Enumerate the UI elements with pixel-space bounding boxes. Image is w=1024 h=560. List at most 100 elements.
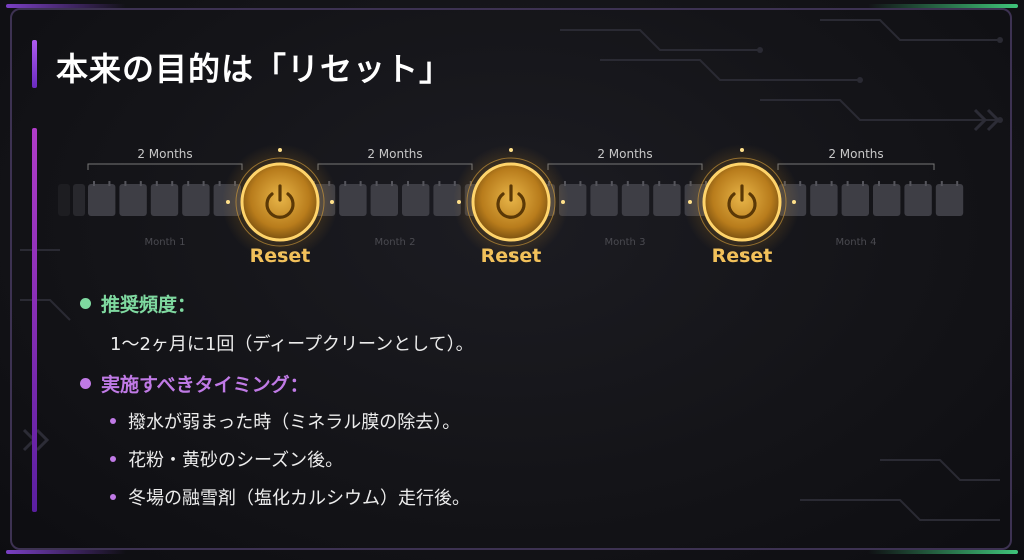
sparkle [561,200,565,204]
timeline-tick [673,181,676,186]
reset-label: Reset [481,245,542,267]
timeline-tick [108,181,111,186]
reset-label: Reset [250,245,311,267]
timeline-day-segment [339,184,367,216]
timeline-tick [626,181,629,186]
month-label: Month 1 [145,237,186,248]
sparkle [688,200,692,204]
timing-item-text: 花粉・黄砂のシーズン後。 [128,450,344,471]
timeline-day-segment [73,184,85,216]
reset-ring [235,157,325,247]
bullet-dot [80,298,91,309]
interval-label: 2 Months [367,147,422,161]
timeline-tick [830,181,833,186]
timeline-tick [391,181,393,186]
timeline-tick [878,181,880,186]
power-icon [265,192,295,219]
timeline-tick [93,181,95,186]
frame-accent [6,550,126,554]
sparkle [278,148,282,152]
sub-bullet-dot [110,418,116,424]
timeline-day-segment [904,184,932,216]
timeline-tick [344,181,347,186]
timeline-tick [187,181,190,186]
timeline-tick [202,181,205,186]
power-icon [496,192,526,219]
sparkle [330,200,334,204]
timeline-tick [940,181,943,186]
timeline-tick [438,181,441,186]
timeline-tick [422,181,425,186]
timeline-day-segment [873,184,901,216]
timeline-day-segment [841,184,869,216]
timeline-tick [453,181,456,186]
timeline-tick [124,181,127,186]
timing-item: 花粉・黄砂のシーズン後。 [110,446,343,472]
reset-label: Reset [712,245,773,267]
bullet-dot [80,378,91,389]
timeline-tick [909,181,912,186]
power-icon [727,192,757,219]
reset-ring [697,157,787,247]
interval-label: 2 Months [597,147,652,161]
timeline-day-segment [590,184,618,216]
recommended-text: 1〜2ヶ月に1回（ディープクリーンとして）。 [110,334,474,355]
frame-accent [868,4,1018,8]
sparkle [278,252,282,256]
sparkle [509,252,513,256]
timeline-tick [956,181,959,186]
reset-button [702,162,782,242]
timeline-tick [595,181,598,186]
timeline-tick [893,181,896,186]
reset-button [471,162,551,242]
timeline-day-segment [653,184,681,216]
timeline-tick [359,181,362,186]
reset-button [240,162,320,242]
timeline-tick [218,181,221,186]
reset-ring [466,157,556,247]
timeline-day-segment [119,184,147,216]
interval-bracket [317,163,473,170]
timeline-tick [171,181,174,186]
timeline-day-segment [182,184,210,216]
sparkle [509,148,513,152]
slide-title: 本来の目的は「リセット」 [56,50,453,88]
timeline-tick [846,181,849,186]
sparkle [457,200,461,204]
sparkle [226,200,230,204]
timing-heading: 実施すべきタイミング： [80,370,309,397]
timeline-day-segment [58,184,70,216]
timeline-day-segment [150,184,179,216]
timeline-tick [407,181,409,186]
timing-heading-text: 実施すべきタイミング： [101,374,309,396]
sparkle [740,252,744,256]
frame-accent [6,4,126,8]
title-accent-bar [32,40,37,88]
timeline-day-segment [935,184,964,216]
sparkle [740,148,744,152]
timeline-day-segment [810,184,838,216]
sub-bullet-dot [110,494,116,500]
timeline-day-segment [370,184,398,216]
timing-item: 冬場の融雪剤（塩化カルシウム）走行後。 [110,484,470,510]
timeline-day-segment [621,184,650,216]
content-accent-bar [32,128,37,512]
month-label: Month 3 [605,237,646,248]
timeline-tick [375,181,378,186]
interval-bracket [777,163,935,170]
timeline-day-segment [402,184,430,216]
timeline-tick [155,181,158,186]
recommended-heading-text: 推奨頻度： [101,294,197,316]
interval-label: 2 Months [137,147,192,161]
timeline-tick [815,181,818,186]
timeline-tick [642,181,645,186]
timing-item: 撥水が弱まった時（ミネラル膜の除去）。 [110,408,460,434]
sub-bullet-dot [110,456,116,462]
timing-item-text: 撥水が弱まった時（ミネラル膜の除去）。 [128,412,461,433]
timeline-tick [610,181,613,186]
timeline-tick [579,181,582,186]
timing-item-text: 冬場の融雪剤（塩化カルシウム）走行後。 [128,488,470,509]
month-label: Month 4 [836,237,877,248]
